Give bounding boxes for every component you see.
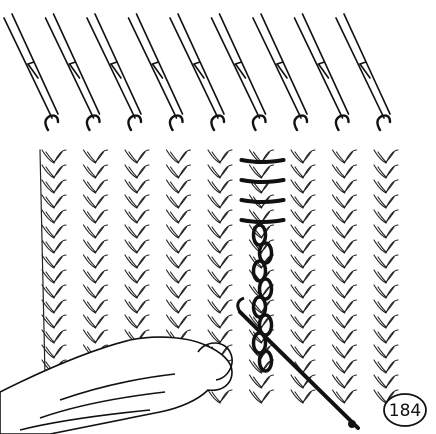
- figure-number: 184: [389, 401, 421, 421]
- ladder-bar: [242, 180, 284, 182]
- figure-number-badge: 184: [384, 394, 426, 426]
- ladder-bar: [242, 160, 284, 162]
- ladder-bar: [242, 220, 284, 222]
- ladder-bar: [242, 200, 284, 202]
